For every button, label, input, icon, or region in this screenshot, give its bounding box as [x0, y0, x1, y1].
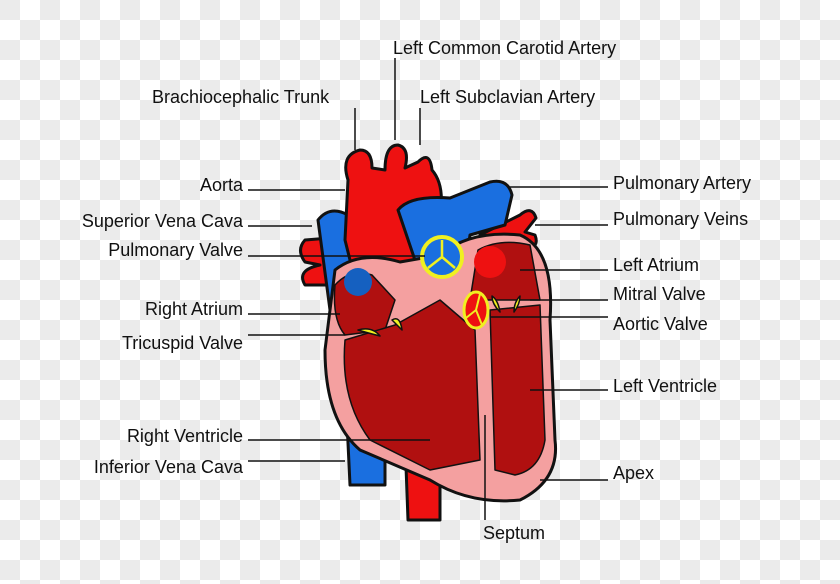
pulmonary-valve-shape [420, 235, 464, 279]
label-pulmonary-artery: Pulmonary Artery [613, 173, 752, 193]
left-ventricle-chamber [489, 304, 546, 476]
label-left-common-carotid: Left Common Carotid Artery [393, 38, 617, 58]
label-aorta: Aorta [199, 175, 243, 195]
label-tricuspid-valve: Tricuspid Valve [121, 333, 243, 353]
label-left-subclavian: Left Subclavian Artery [420, 87, 596, 107]
label-brachiocephalic: Brachiocephalic Trunk [152, 87, 330, 107]
label-right-atrium: Right Atrium [144, 299, 243, 319]
left-atrium-vein-opening [474, 246, 506, 278]
label-left-ventricle: Left Ventricle [613, 376, 718, 396]
tricuspid-valve-shape [357, 318, 403, 337]
label-mitral-valve: Mitral Valve [613, 284, 706, 304]
label-superior-vena-cava: Superior Vena Cava [81, 211, 243, 231]
right-atrium-vena-opening [344, 268, 372, 296]
label-apex: Apex [613, 463, 655, 483]
label-pulmonary-veins: Pulmonary Veins [613, 209, 749, 229]
label-inferior-vena-cava: Inferior Vena Cava [93, 457, 243, 477]
aortic-valve-shape [462, 290, 490, 330]
label-left-atrium: Left Atrium [613, 255, 700, 275]
label-aortic-valve: Aortic Valve [613, 314, 708, 334]
heart-illustration [299, 143, 558, 522]
label-pulmonary-valve: Pulmonary Valve [108, 240, 243, 260]
label-septum: Septum [483, 523, 546, 543]
mitral-valve-shape [491, 295, 521, 313]
label-right-ventricle: Right Ventricle [126, 426, 243, 446]
leader-lines [248, 58, 608, 520]
right-ventricle-chamber [343, 299, 481, 471]
